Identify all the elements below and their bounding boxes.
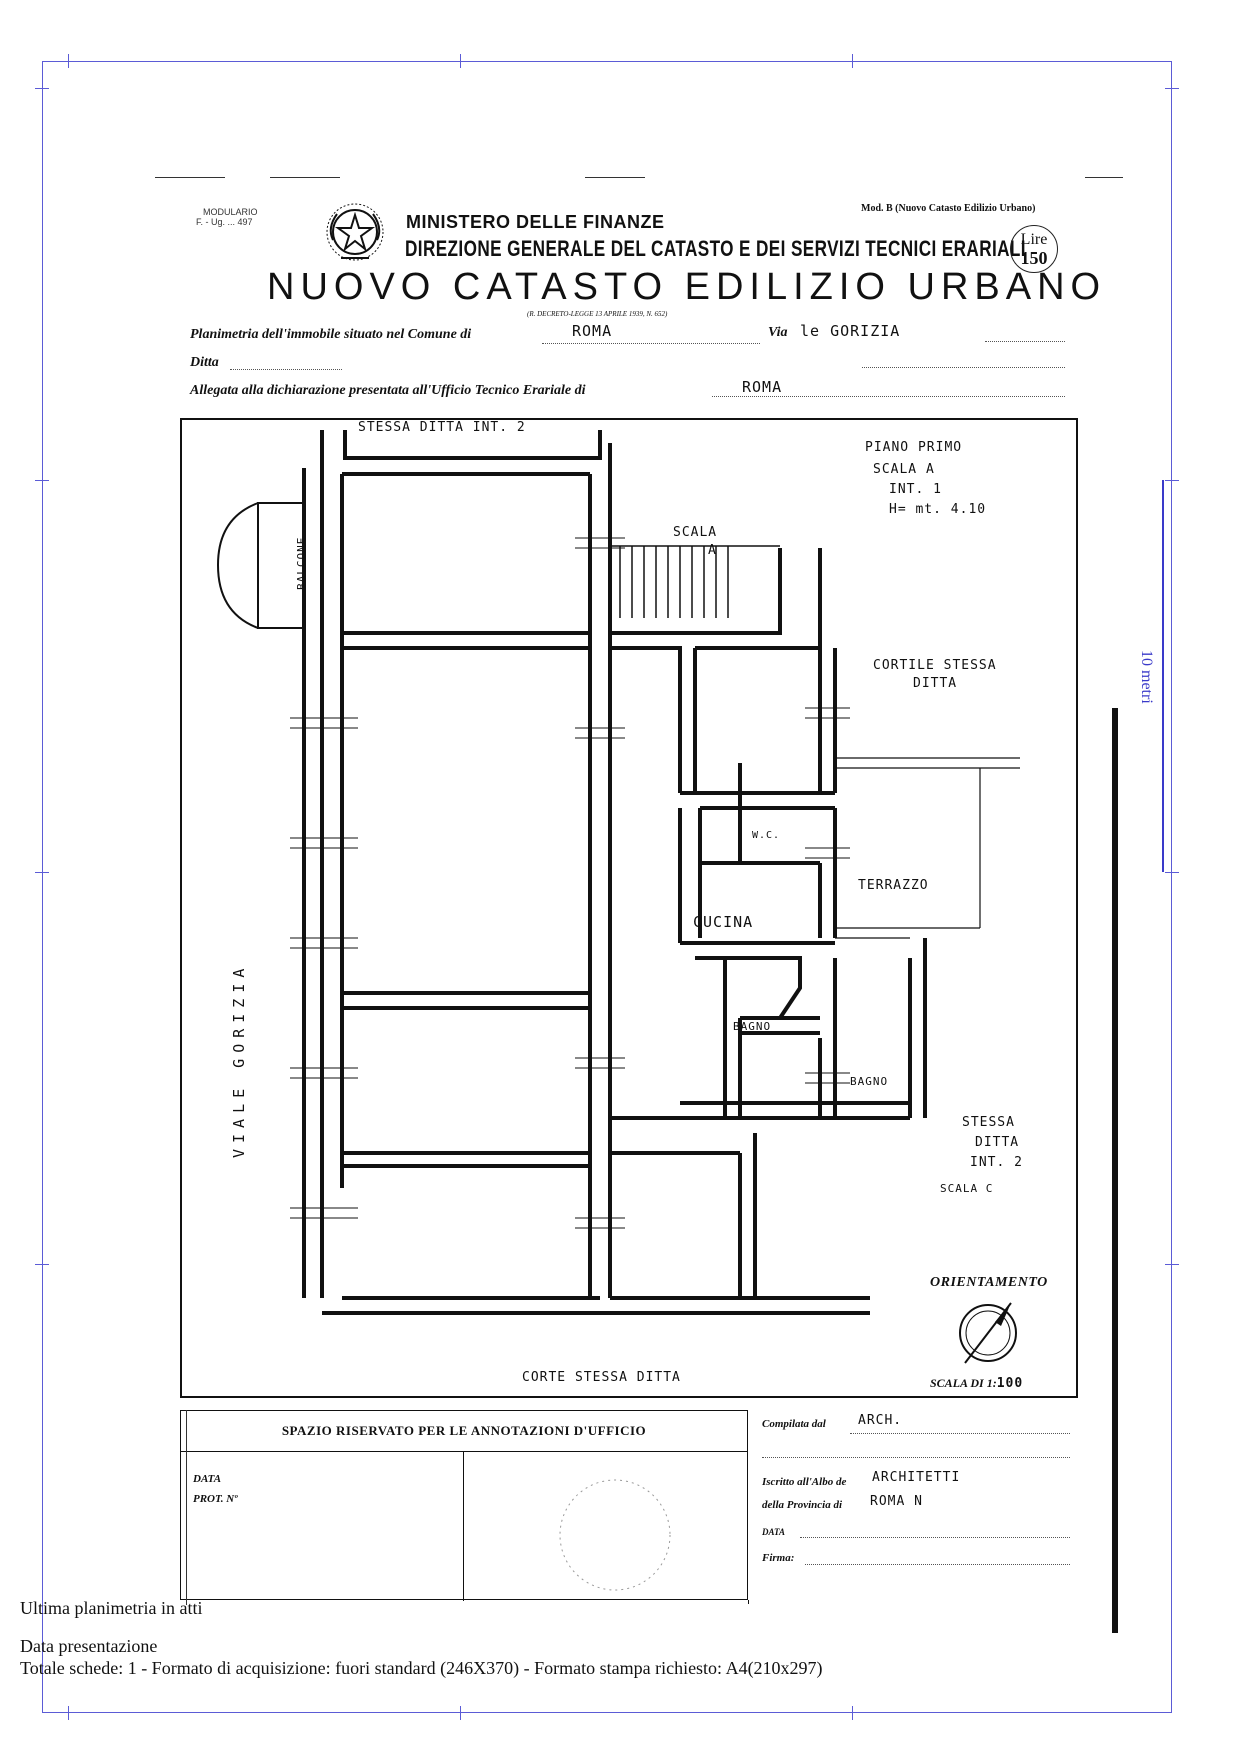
compilata-line xyxy=(850,1433,1070,1434)
office-annotations-title: SPAZIO RISERVATO PER LE ANNOTAZIONI D'UF… xyxy=(181,1411,747,1452)
plan-bagno-2: BAGNO xyxy=(850,1075,889,1088)
emblem-icon xyxy=(326,203,384,261)
provincia-value: ROMA N xyxy=(870,1494,923,1509)
plan-piano: PIANO PRIMO xyxy=(865,440,963,455)
frame-tick xyxy=(852,1706,853,1720)
frame-tick xyxy=(68,54,69,68)
scala-label: SCALA DI 1:100 xyxy=(930,1376,1023,1391)
compilata-value: ARCH. xyxy=(858,1413,903,1428)
ministero-title: MINISTERO DELLE FINANZE xyxy=(406,212,665,232)
plan-bagno-1: BAGNO xyxy=(733,1020,772,1033)
stamp-icon xyxy=(559,1479,671,1591)
frame-tick xyxy=(460,1706,461,1720)
frame-tick xyxy=(35,1264,49,1265)
footer-totale: Totale schede: 1 - Formato di acquisizio… xyxy=(20,1658,823,1678)
data-field-line xyxy=(800,1537,1070,1538)
compass-icon xyxy=(959,1302,1017,1364)
lire-stamp: Lire 150 xyxy=(1010,225,1058,273)
frame-tick xyxy=(1165,480,1179,481)
ditta-label: Ditta xyxy=(190,355,219,370)
orientamento-label: ORIENTAMENTO xyxy=(930,1275,1048,1290)
annot-tail xyxy=(748,1600,749,1604)
plan-viale: VIALE GORIZIA xyxy=(230,962,248,1158)
firma-line xyxy=(805,1564,1070,1565)
ufficio-line xyxy=(712,396,1065,397)
annotation-data-label: DATA xyxy=(193,1473,222,1485)
page-frame xyxy=(42,61,1172,1713)
scan-line xyxy=(270,177,340,178)
scan-line xyxy=(155,177,225,178)
direzione-title: DIREZIONE GENERALE DEL CATASTO E DEI SER… xyxy=(405,236,1026,261)
scan-edge-bar xyxy=(1112,708,1118,1633)
scan-line xyxy=(1085,177,1123,178)
scala-value: 100 xyxy=(996,1376,1024,1391)
frame-tick xyxy=(35,88,49,89)
scala-label-text: SCALA DI 1: xyxy=(930,1376,997,1390)
plan-terrazzo: TERRAZZO xyxy=(858,878,929,893)
frame-tick xyxy=(1165,872,1179,873)
footer-data-presentazione: Data presentazione xyxy=(20,1636,158,1656)
provincia-label: della Provincia di xyxy=(762,1499,843,1511)
scale-bar-label: 10 metri xyxy=(1138,650,1155,704)
ditta-line xyxy=(230,369,342,370)
iscritto-value: ARCHITETTI xyxy=(872,1470,961,1485)
comune-line xyxy=(542,343,760,344)
compilata-line-2 xyxy=(762,1457,1070,1458)
annotations-divider xyxy=(463,1451,464,1601)
plan-stessa-1: STESSA xyxy=(962,1115,1015,1130)
decreto-reference: (R. DECRETO-LEGGE 13 APRILE 1939, N. 652… xyxy=(527,310,668,318)
modulario-code: F. - Ug. ... 497 xyxy=(196,217,253,227)
plan-interno: INT. 1 xyxy=(889,482,942,497)
via-label: Via xyxy=(768,325,788,340)
plan-balcone: BALCONE xyxy=(295,536,308,590)
plan-cortile-2: DITTA xyxy=(913,676,958,691)
compilata-label: Compilata dal xyxy=(762,1418,826,1430)
comune-value: ROMA xyxy=(572,322,613,340)
lire-value: 150 xyxy=(1020,248,1048,268)
iscritto-label: Iscritto all'Albo de xyxy=(762,1476,847,1488)
planimetria-label: Planimetria dell'immobile situato nel Co… xyxy=(190,327,472,342)
ditta-line-2 xyxy=(862,367,1065,368)
frame-tick xyxy=(35,872,49,873)
plan-wc: W.C. xyxy=(752,830,781,841)
via-value: le GORIZIA xyxy=(800,322,901,340)
plan-stessa-3: INT. 2 xyxy=(970,1155,1023,1170)
left-margin-line xyxy=(186,1410,187,1605)
frame-tick xyxy=(852,54,853,68)
document-title: NUOVO CATASTO EDILIZIO URBANO xyxy=(267,266,1107,308)
plan-scala-label: SCALA xyxy=(673,525,718,540)
office-annotations-box: SPAZIO RISERVATO PER LE ANNOTAZIONI D'UF… xyxy=(180,1410,748,1601)
allegata-label: Allegata alla dichiarazione presentata a… xyxy=(190,383,586,398)
plan-scala-c: SCALA C xyxy=(940,1182,994,1195)
frame-tick xyxy=(1165,1264,1179,1265)
mod-b-label: Mod. B (Nuovo Catasto Edilizio Urbano) xyxy=(861,203,1036,214)
floor-plan-drawing xyxy=(216,430,1020,1315)
firma-label: Firma: xyxy=(762,1552,795,1564)
footer-ultima: Ultima planimetria in atti xyxy=(20,1598,203,1618)
floor-plan-frame xyxy=(180,418,1078,1398)
plan-scala-letter: A xyxy=(708,543,717,558)
frame-tick xyxy=(460,54,461,68)
scale-bar xyxy=(1162,480,1164,872)
via-line xyxy=(985,341,1065,342)
data-field-label: DATA xyxy=(762,1527,786,1537)
modulario-label: MODULARIO xyxy=(203,207,258,217)
scan-line xyxy=(585,177,645,178)
frame-tick xyxy=(35,480,49,481)
frame-tick xyxy=(68,1706,69,1720)
plan-bottom-label: CORTE STESSA DITTA xyxy=(522,1370,681,1385)
plan-top-label: STESSA DITTA INT. 2 xyxy=(358,420,526,435)
plan-stessa-2: DITTA xyxy=(975,1135,1020,1150)
plan-scala-a: SCALA A xyxy=(873,462,935,477)
frame-tick xyxy=(1165,88,1179,89)
ufficio-value: ROMA xyxy=(742,378,783,396)
annotation-prot-label: PROT. Nº xyxy=(193,1493,238,1505)
lire-label: Lire xyxy=(1020,231,1048,248)
plan-cucina: CUCINA xyxy=(693,913,754,931)
plan-cortile-1: CORTILE STESSA xyxy=(873,658,997,673)
plan-altezza: H= mt. 4.10 xyxy=(889,502,987,517)
